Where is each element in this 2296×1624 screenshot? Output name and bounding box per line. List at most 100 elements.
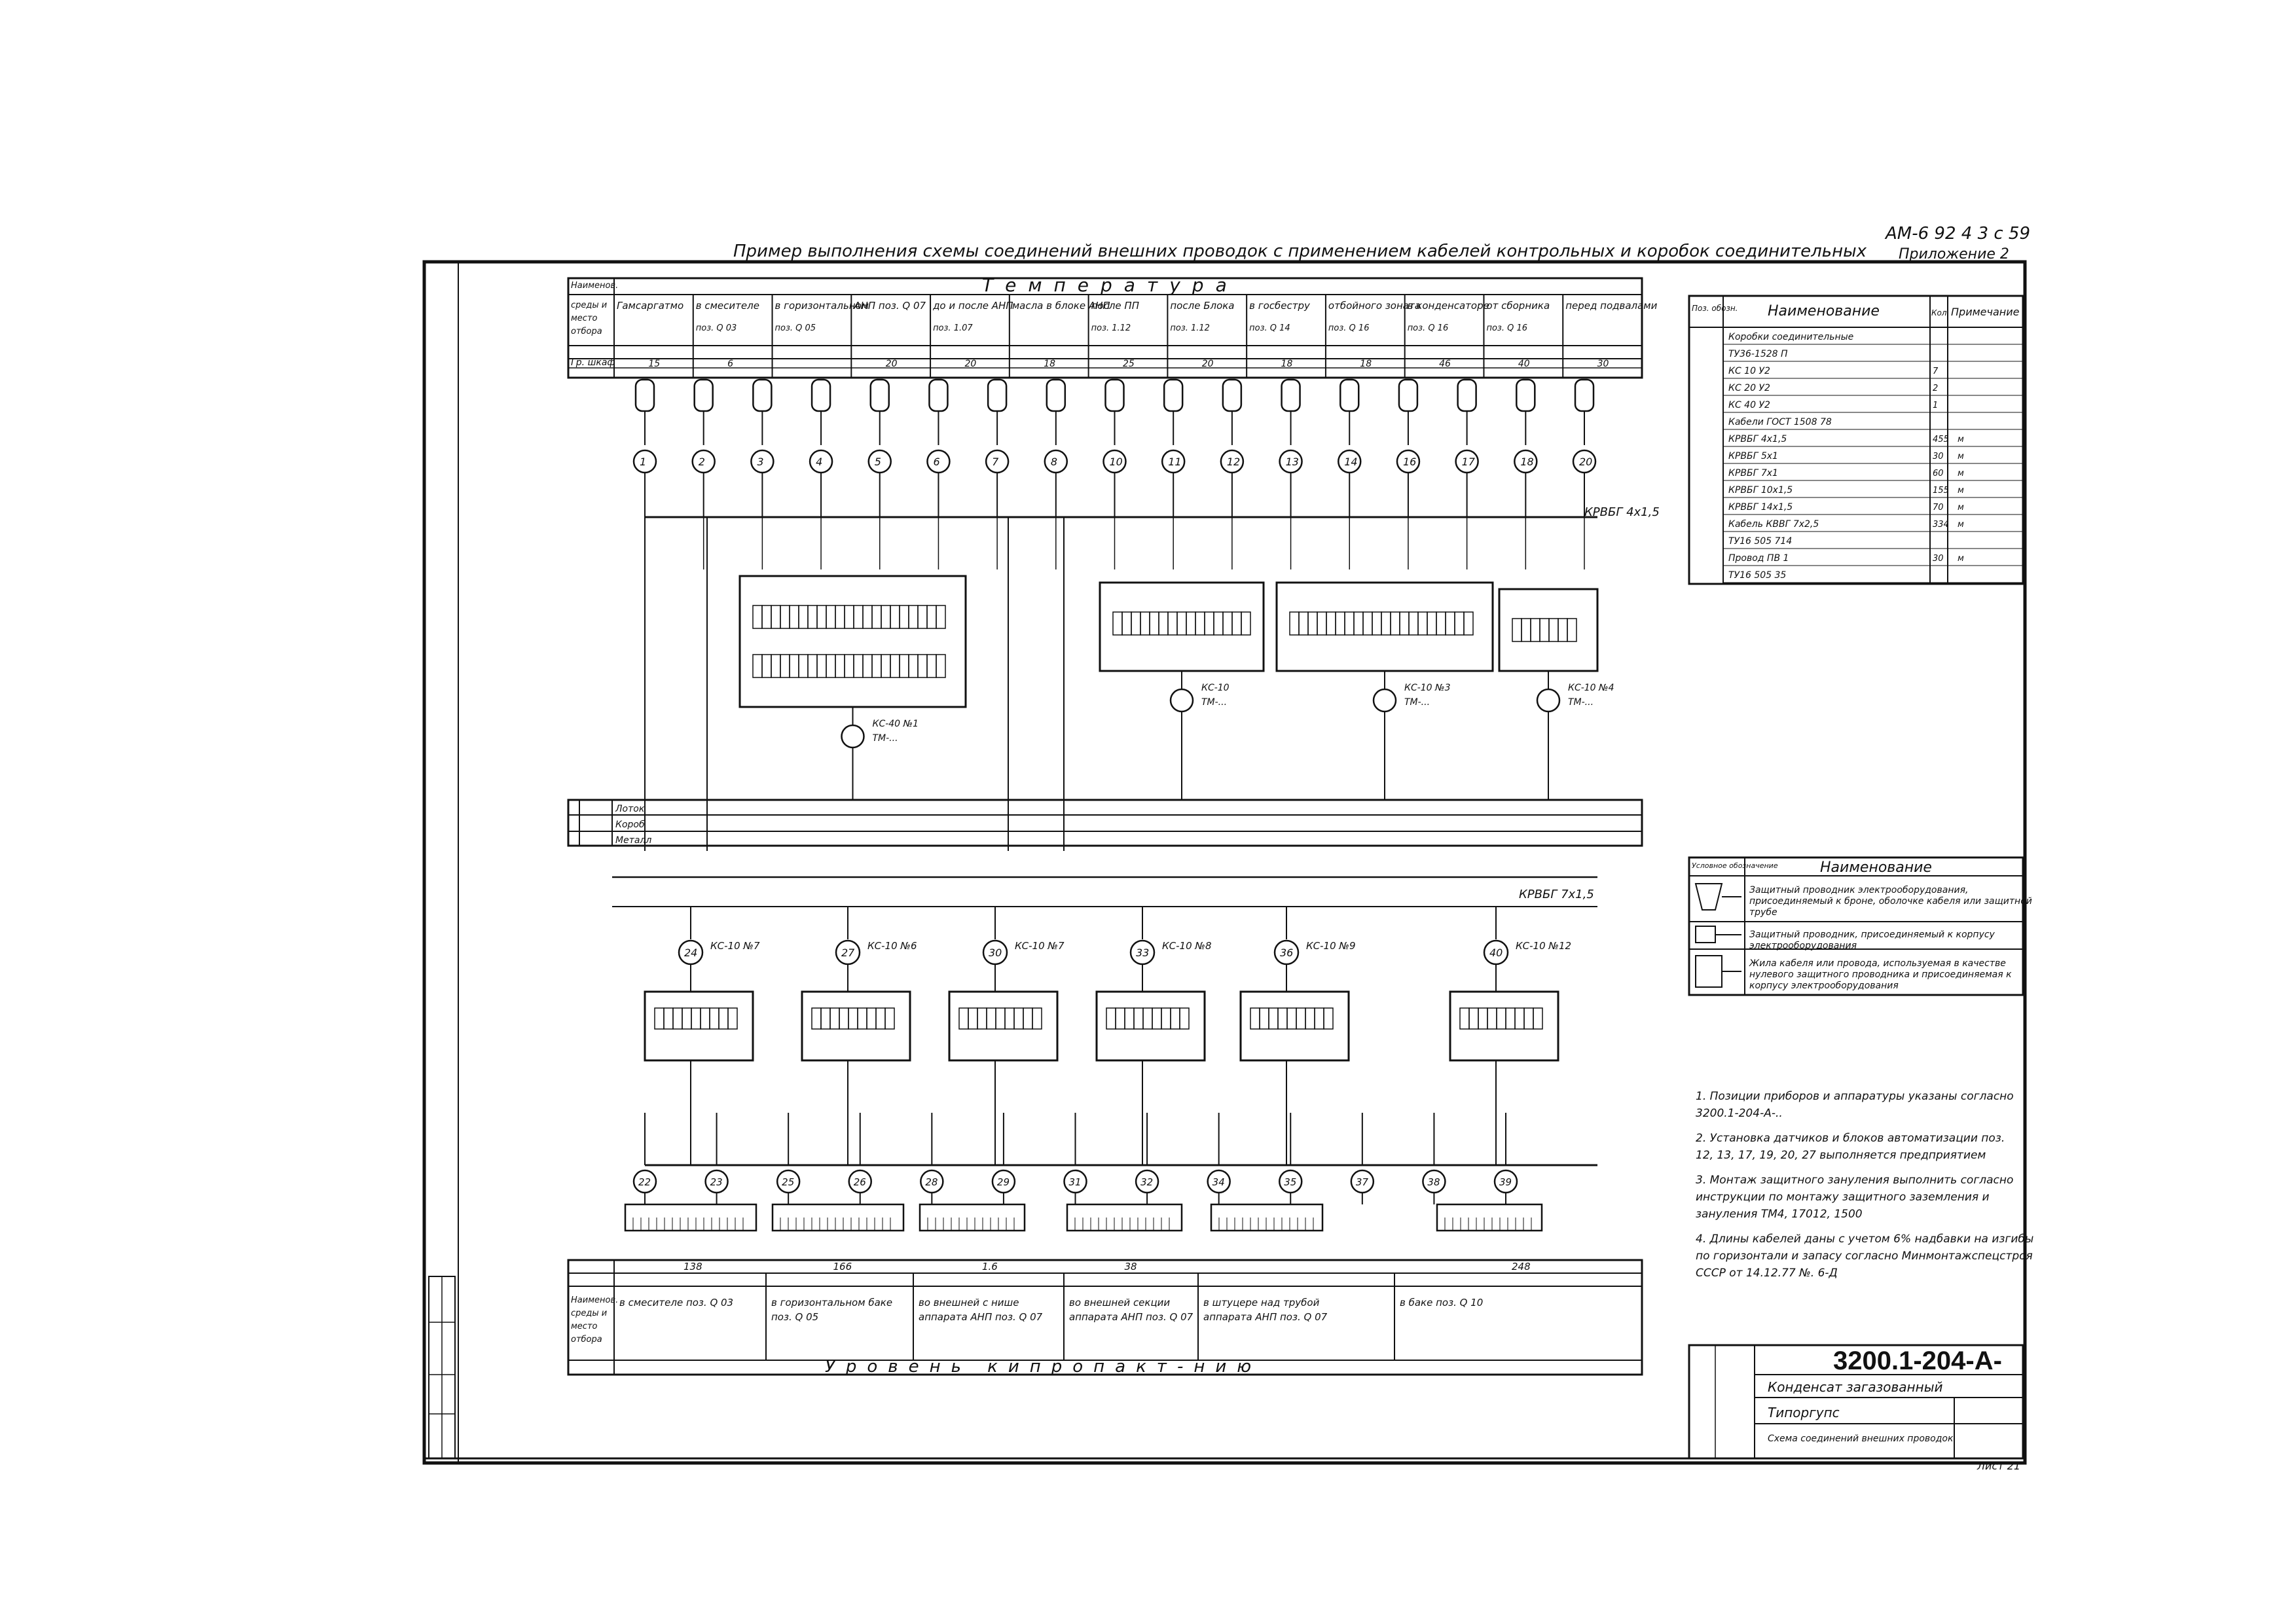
bottom-value: 166 xyxy=(833,1261,852,1272)
top-col-sub: поз. Q 14 xyxy=(1249,323,1290,333)
top-col-value: 46 xyxy=(1439,359,1451,369)
bottom-value: 138 xyxy=(683,1261,702,1272)
top-col-title: отбойного зоната xyxy=(1328,300,1421,312)
box-number: 30 xyxy=(989,947,1002,959)
sensor: 14 xyxy=(1338,378,1362,569)
sensor-number: 2 xyxy=(699,456,705,468)
bottom-cell: в баке поз. Q 10 xyxy=(1400,1297,1483,1308)
spec-note: м xyxy=(1958,486,1964,496)
spec-name: КРВБГ 5х1 xyxy=(1728,451,1778,461)
spec-name: ТУ36-1528 П xyxy=(1728,349,1788,359)
node-number: 28 xyxy=(925,1176,938,1188)
top-col-value: 15 xyxy=(648,359,660,369)
sensor-number: 5 xyxy=(875,456,881,468)
node-number: 32 xyxy=(1140,1176,1153,1188)
note-line: 12, 13, 17, 19, 20, 27 выполняется предп… xyxy=(1696,1149,1986,1162)
top-col-value: 6 xyxy=(727,359,733,369)
top-col-title: от сборника xyxy=(1486,300,1550,312)
top-col-value: 20 xyxy=(964,359,976,369)
sensor-number: 4 xyxy=(816,456,822,468)
note-line: 3200.1-204-А-.. xyxy=(1696,1107,1783,1120)
svg-text:Наименов.: Наименов. xyxy=(571,1295,618,1305)
sensor: 6 xyxy=(926,378,951,569)
sensor: 8 xyxy=(1044,378,1068,569)
svg-text:место: место xyxy=(571,1322,598,1331)
note-line: СССР от 14.12.77 №. 6-Д xyxy=(1696,1267,1838,1280)
bottom-table-title: Уровень кипропакт-нию xyxy=(825,1357,1262,1377)
box-label: КС-10 №8 xyxy=(1162,940,1212,952)
svg-text:КРВБГ 4х1,5: КРВБГ 4х1,5 xyxy=(1584,505,1660,519)
sensor: 11 xyxy=(1161,378,1186,569)
top-col-sub: поз. Q 05 xyxy=(775,323,816,333)
spec-note: м xyxy=(1958,554,1964,564)
spec-name: КРВБГ 4х1,5 xyxy=(1728,434,1787,444)
top-col-sub: поз. 1.12 xyxy=(1170,323,1210,333)
legend-head-name: Наименование xyxy=(1820,859,1932,876)
box-label: КС-10 №7 xyxy=(1015,940,1065,952)
spec-qty: 7 xyxy=(1933,367,1939,376)
bottom-cell: аппарата АНП поз. Q 07 xyxy=(1069,1311,1194,1323)
bottom-cell: во внешней с нише xyxy=(919,1297,1019,1308)
side-stamp xyxy=(428,1276,456,1459)
spec-name: КРВБГ 14х1,5 xyxy=(1728,502,1793,513)
spec-head-name: Наименование xyxy=(1768,303,1880,319)
spec-qty: 2 xyxy=(1933,384,1938,393)
title-block: 3200.1-204-А- Конденсат загазованный Тип… xyxy=(1688,1344,2024,1472)
legend-text: Защитный проводник электрооборудования, xyxy=(1749,885,1968,895)
spec-note: м xyxy=(1958,469,1964,478)
terminal-strip xyxy=(624,1203,757,1232)
notes: 1. Позиции приборов и аппаратуры указаны… xyxy=(1696,1090,2033,1280)
top-col-sub: поз. Q 16 xyxy=(1486,323,1527,333)
node-number: 23 xyxy=(710,1176,723,1188)
box-label: КС-10 №9 xyxy=(1306,940,1356,952)
node-number: 25 xyxy=(782,1176,794,1188)
junction-box-top: КС-10 №4ТМ-... xyxy=(1498,588,1614,800)
top-col-title: масла в блоке АНП xyxy=(1012,300,1110,312)
box-label: КС-10 №3 xyxy=(1404,683,1451,693)
top-col-value: 40 xyxy=(1518,359,1530,369)
box-label: КС-40 №1 xyxy=(873,719,919,729)
sensor-number: 10 xyxy=(1110,456,1123,468)
spec-name: ТУ16 505 35 xyxy=(1728,570,1786,581)
top-col-sub: поз. Q 03 xyxy=(696,323,737,333)
box-label: КС-10 №12 xyxy=(1516,940,1571,952)
spec-note: м xyxy=(1958,435,1964,444)
sensor: 5 xyxy=(867,378,892,569)
box-number: 33 xyxy=(1136,947,1149,959)
note-line: инструкции по монтажу защитного заземлен… xyxy=(1696,1191,1990,1204)
top-col-title: в горизонтальном xyxy=(775,300,869,312)
spec-head-qty: Кол. xyxy=(1931,308,1949,317)
spec-qty: 30 xyxy=(1933,554,1944,564)
top-col-sub: поз. 1.07 xyxy=(933,323,973,333)
sensor-number: 16 xyxy=(1403,456,1416,468)
sensor-number: 17 xyxy=(1462,456,1476,468)
sensor-number: 14 xyxy=(1344,456,1357,468)
spec-name: КРВБГ 10х1,5 xyxy=(1728,485,1793,496)
legend-table: Условное обозначение Наименование Защитн… xyxy=(1688,856,2032,996)
sensor-number: 8 xyxy=(1051,456,1057,468)
legend-text: корпусу электрооборудования xyxy=(1749,981,1899,991)
node-number: 29 xyxy=(997,1176,1010,1188)
node-number: 38 xyxy=(1427,1176,1440,1188)
spec-name: КС 20 У2 xyxy=(1728,383,1770,393)
legend-text: нулевого защитного проводника и присоеди… xyxy=(1749,969,2012,980)
sensor-number: 13 xyxy=(1286,456,1299,468)
spec-name: Провод ПВ 1 xyxy=(1728,553,1789,564)
note-line: 3. Монтаж защитного зануления выполнить … xyxy=(1696,1174,2013,1187)
note-line: зануления ТМ4, 17012, 1500 xyxy=(1696,1208,1863,1221)
box-number: 24 xyxy=(684,947,697,959)
top-col-sub: поз. 1.12 xyxy=(1091,323,1131,333)
note-line: 1. Позиции приборов и аппаратуры указаны… xyxy=(1696,1090,2014,1103)
spec-name: Коробки соединительные xyxy=(1728,332,1853,342)
row-label: Гр. шкаф xyxy=(571,357,615,368)
box-label: КС-10 №6 xyxy=(867,940,917,952)
box-label: КС-10 №7 xyxy=(710,940,760,952)
bottom-cell: аппарата АНП поз. Q 07 xyxy=(919,1311,1043,1323)
svg-text:место: место xyxy=(571,314,598,323)
spec-qty: 155 xyxy=(1933,486,1949,496)
sensor-number: 12 xyxy=(1227,456,1240,468)
note-line: 4. Длины кабелей даны с учетом 6% надбав… xyxy=(1696,1233,2033,1246)
